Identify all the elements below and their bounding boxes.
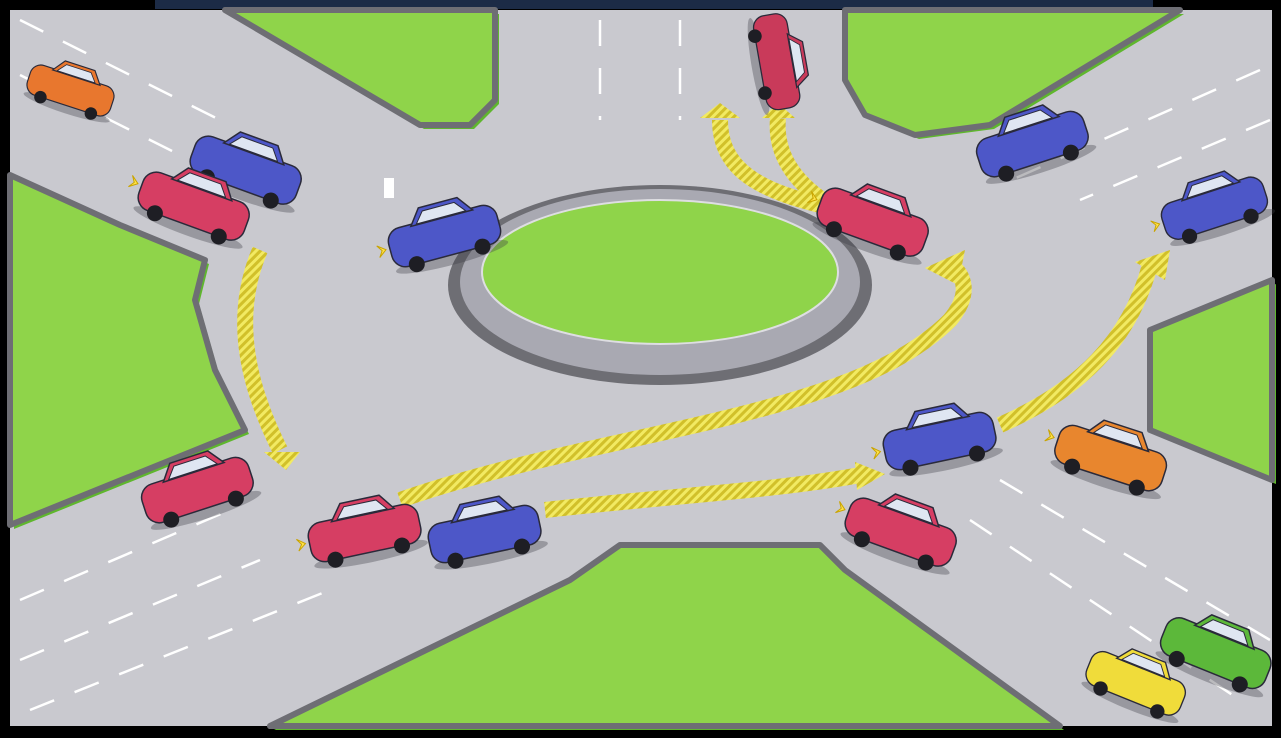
central-island [448,185,872,385]
road-marker [384,178,394,198]
